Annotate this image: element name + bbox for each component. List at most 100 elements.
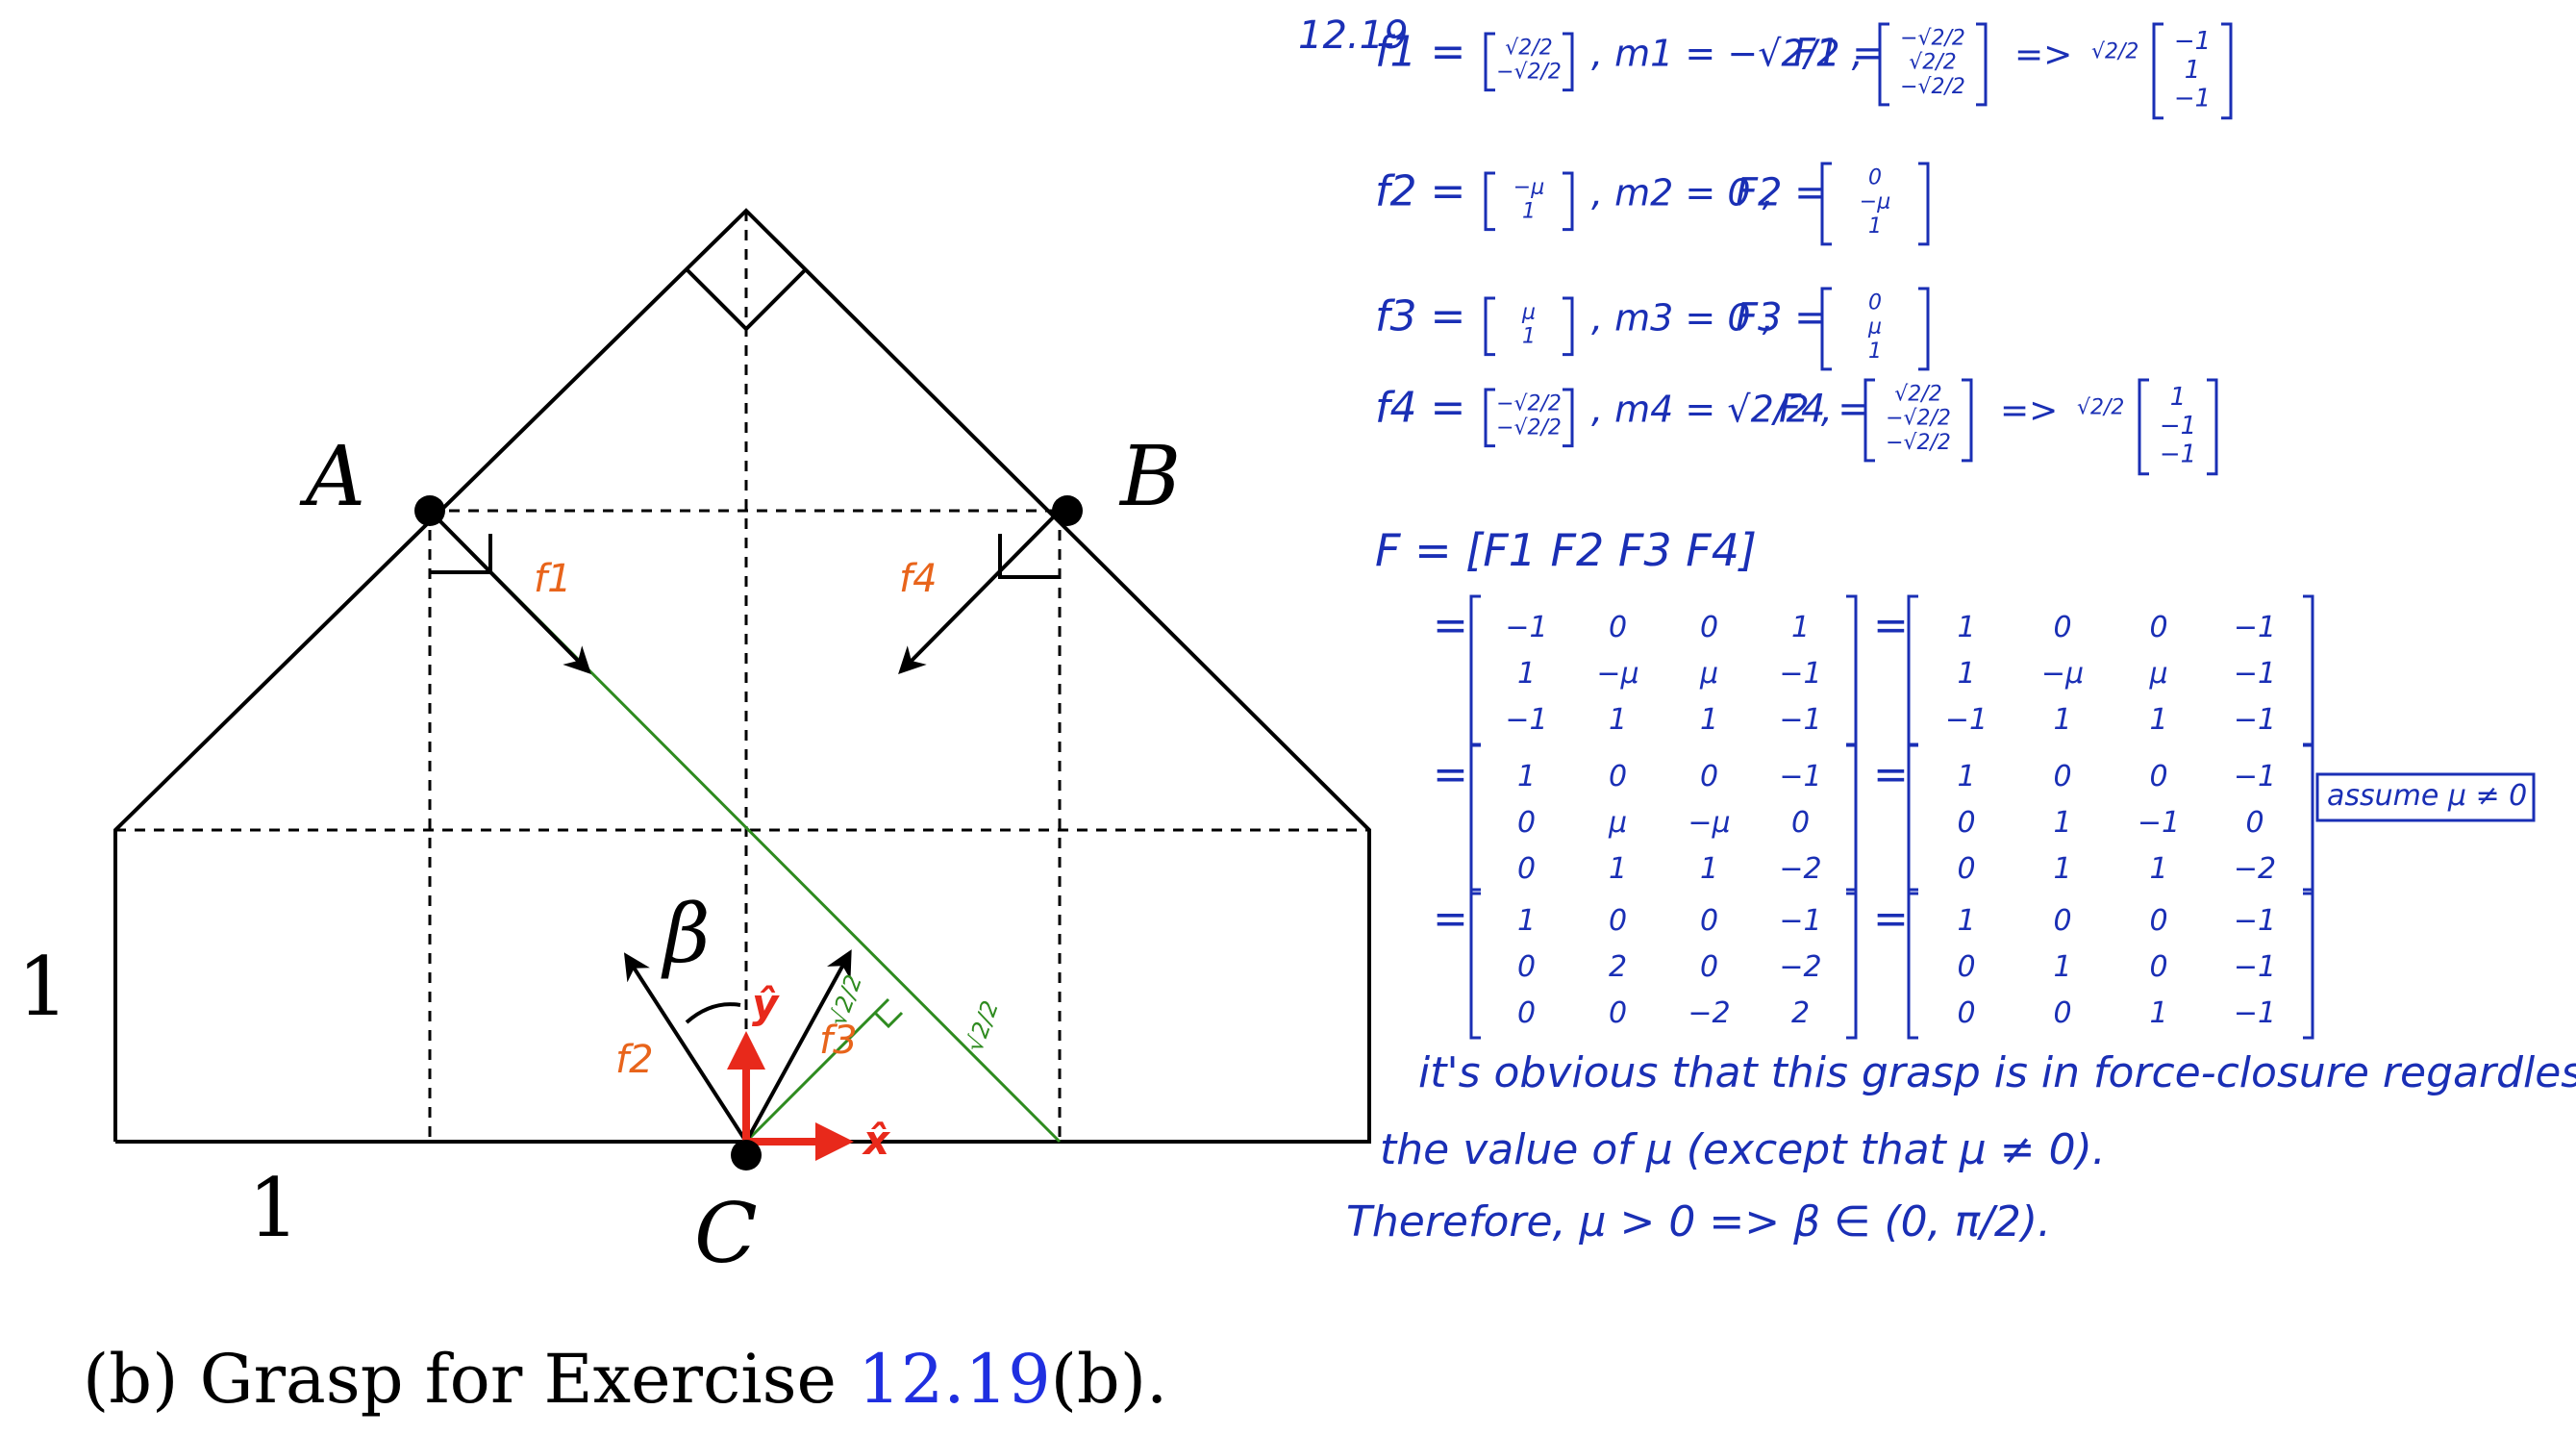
label-f1: f1 xyxy=(534,557,572,601)
f4-vector-bracket-left xyxy=(1484,388,1495,448)
label-height: 1 xyxy=(17,940,68,1034)
f3-moment: , m3 = 0 , xyxy=(1591,296,1774,339)
f1-wrench-entry: −√2/2 xyxy=(1900,75,1965,99)
f1-result-entry: 1 xyxy=(2185,56,2201,85)
label-c: C xyxy=(694,1186,758,1282)
matrix-left-cell: μ xyxy=(1699,657,1718,691)
matrix-right-cell: 1 xyxy=(1957,760,1975,793)
matrix-left-bracket-left xyxy=(1469,888,1481,1040)
matrix-right-cell: 0 xyxy=(2053,611,2071,644)
matrix-left-cell: 1 xyxy=(1517,657,1536,691)
object-outline xyxy=(113,208,1371,1144)
conclusion-line: the value of μ (except that μ ≠ 0). xyxy=(1380,1125,2106,1174)
f1-vector-entry: −√2/2 xyxy=(1496,61,1562,85)
f4-factor: √2/2 xyxy=(2077,395,2124,419)
f3-wrench-bracket-right xyxy=(1918,287,1930,371)
f1-vector-bracket-right xyxy=(1563,32,1574,92)
matrix-right-cell: 0 xyxy=(2053,760,2071,793)
matrix-left-cell: 2 xyxy=(1609,950,1627,984)
matrix-left-cell: 1 xyxy=(1609,703,1627,737)
matrix-right-cell: −1 xyxy=(2234,703,2276,737)
matrix-right-cell: 0 xyxy=(2053,996,2071,1030)
matrix-left-bracket-left xyxy=(1469,743,1481,895)
f4-result-bracket-right xyxy=(2207,378,2218,476)
f1-label: f1 = xyxy=(1375,27,1465,76)
f1-vector-entry: √2/2 xyxy=(1505,36,1552,60)
label-beta: β xyxy=(661,887,711,981)
equals-sign: = xyxy=(1433,750,1468,799)
matrix-left-cell: 1 xyxy=(1700,852,1718,886)
f1-result-bracket-right xyxy=(2221,22,2233,120)
matrix-left-cell: 0 xyxy=(1700,760,1718,793)
f1-wrench-entry: √2/2 xyxy=(1909,51,1956,75)
matrix-left-cell: 0 xyxy=(1517,950,1536,984)
f4-wrench-label: F4 = xyxy=(1779,387,1870,431)
matrix-left-cell: −1 xyxy=(1779,760,1821,793)
matrix-right-cell: 1 xyxy=(1957,657,1975,691)
matrix-left-cell: 0 xyxy=(1700,904,1718,938)
f4-wrench-entry: −√2/2 xyxy=(1886,431,1951,455)
matrix-left-cell: 1 xyxy=(1700,703,1718,737)
matrix-left-bracket-left xyxy=(1469,594,1481,746)
matrix-left-cell: −1 xyxy=(1505,611,1547,644)
matrix-right-cell: −1 xyxy=(2234,904,2276,938)
f3-arrow xyxy=(744,949,852,1143)
caption-prefix: (b) Grasp for Exercise xyxy=(83,1340,858,1419)
matrix-left-cell: −1 xyxy=(1505,703,1547,737)
f2-vector-entry: −μ xyxy=(1513,175,1544,199)
contact-point-a xyxy=(414,495,445,526)
f1-wrench-bracket-right xyxy=(1976,22,1988,107)
matrix-left-cell: 0 xyxy=(1700,611,1718,644)
matrix-left-cell: 0 xyxy=(1791,806,1810,840)
matrix-left-bracket-right xyxy=(1846,888,1858,1040)
f1-wrench-entry: −√2/2 xyxy=(1900,26,1965,50)
matrix-right-cell: −1 xyxy=(2234,657,2276,691)
matrix-right-cell: 1 xyxy=(2149,703,2167,737)
matrix-right-cell: 1 xyxy=(2053,703,2071,737)
f4-wrench-bracket-right xyxy=(1962,378,1973,463)
f3-vector-entry: 1 xyxy=(1522,325,1536,349)
f2-vector-bracket-left xyxy=(1484,171,1495,232)
label-f2: f2 xyxy=(615,1038,654,1082)
equals-sign: = xyxy=(1433,601,1468,650)
f3-vector-entry: μ xyxy=(1521,300,1536,324)
notes-title: 12.19 xyxy=(1298,13,1409,58)
f3-wrench-label: F3 = xyxy=(1736,295,1827,340)
f3-wrench-entry: μ xyxy=(1867,315,1882,340)
matrix-left-cell: μ xyxy=(1608,806,1627,840)
f4-wrench-entry: √2/2 xyxy=(1894,382,1941,406)
f2-arrow xyxy=(623,952,748,1144)
matrix-left-cell: −2 xyxy=(1779,852,1821,886)
matrix-left-cell: 1 xyxy=(1609,852,1627,886)
force-arrows xyxy=(428,509,1062,1144)
f4-result-bracket-left xyxy=(2138,378,2149,476)
matrix-right-cell: −1 xyxy=(2234,950,2276,984)
matrix-right-cell: 1 xyxy=(2053,806,2071,840)
f4-vector-entry: −√2/2 xyxy=(1496,391,1562,415)
matrix-right-cell: −1 xyxy=(2234,611,2276,644)
f4-vector-entry: −√2/2 xyxy=(1496,416,1562,441)
f4-result-entry: −1 xyxy=(2160,441,2196,469)
matrix-right-bracket-right xyxy=(2303,743,2314,895)
matrix-left-cell: 0 xyxy=(1517,852,1536,886)
caption-link[interactable]: 12.19 xyxy=(858,1340,1050,1419)
matrix-right-cell: 0 xyxy=(2245,806,2263,840)
matrix-right-bracket-left xyxy=(1907,743,1918,895)
matrix-right-cell: 0 xyxy=(1957,996,1975,1030)
matrix-left-cell: 0 xyxy=(1700,950,1718,984)
f2-wrench-entry: 0 xyxy=(1868,165,1882,189)
matrix-right-cell: 1 xyxy=(2053,950,2071,984)
matrix-left-cell: 0 xyxy=(1517,806,1536,840)
matrix-right-cell: μ xyxy=(2148,657,2167,691)
matrix-left-cell: −2 xyxy=(1688,996,1730,1030)
f3-wrench-entry: 0 xyxy=(1868,290,1882,315)
matrix-left-cell: 0 xyxy=(1609,760,1627,793)
conclusion-line: Therefore, μ > 0 => β ∈ (0, π/2). xyxy=(1346,1197,2051,1246)
f1-wrench-bracket-left xyxy=(1878,22,1889,107)
f2-moment: , m2 = 0 , xyxy=(1591,171,1774,214)
f3-label: f3 = xyxy=(1375,291,1465,340)
matrix-left-cell: −1 xyxy=(1779,657,1821,691)
right-angle-mark xyxy=(685,267,808,332)
f1-vector-bracket-left xyxy=(1484,32,1495,92)
f2-wrench-entry: 1 xyxy=(1868,214,1882,239)
